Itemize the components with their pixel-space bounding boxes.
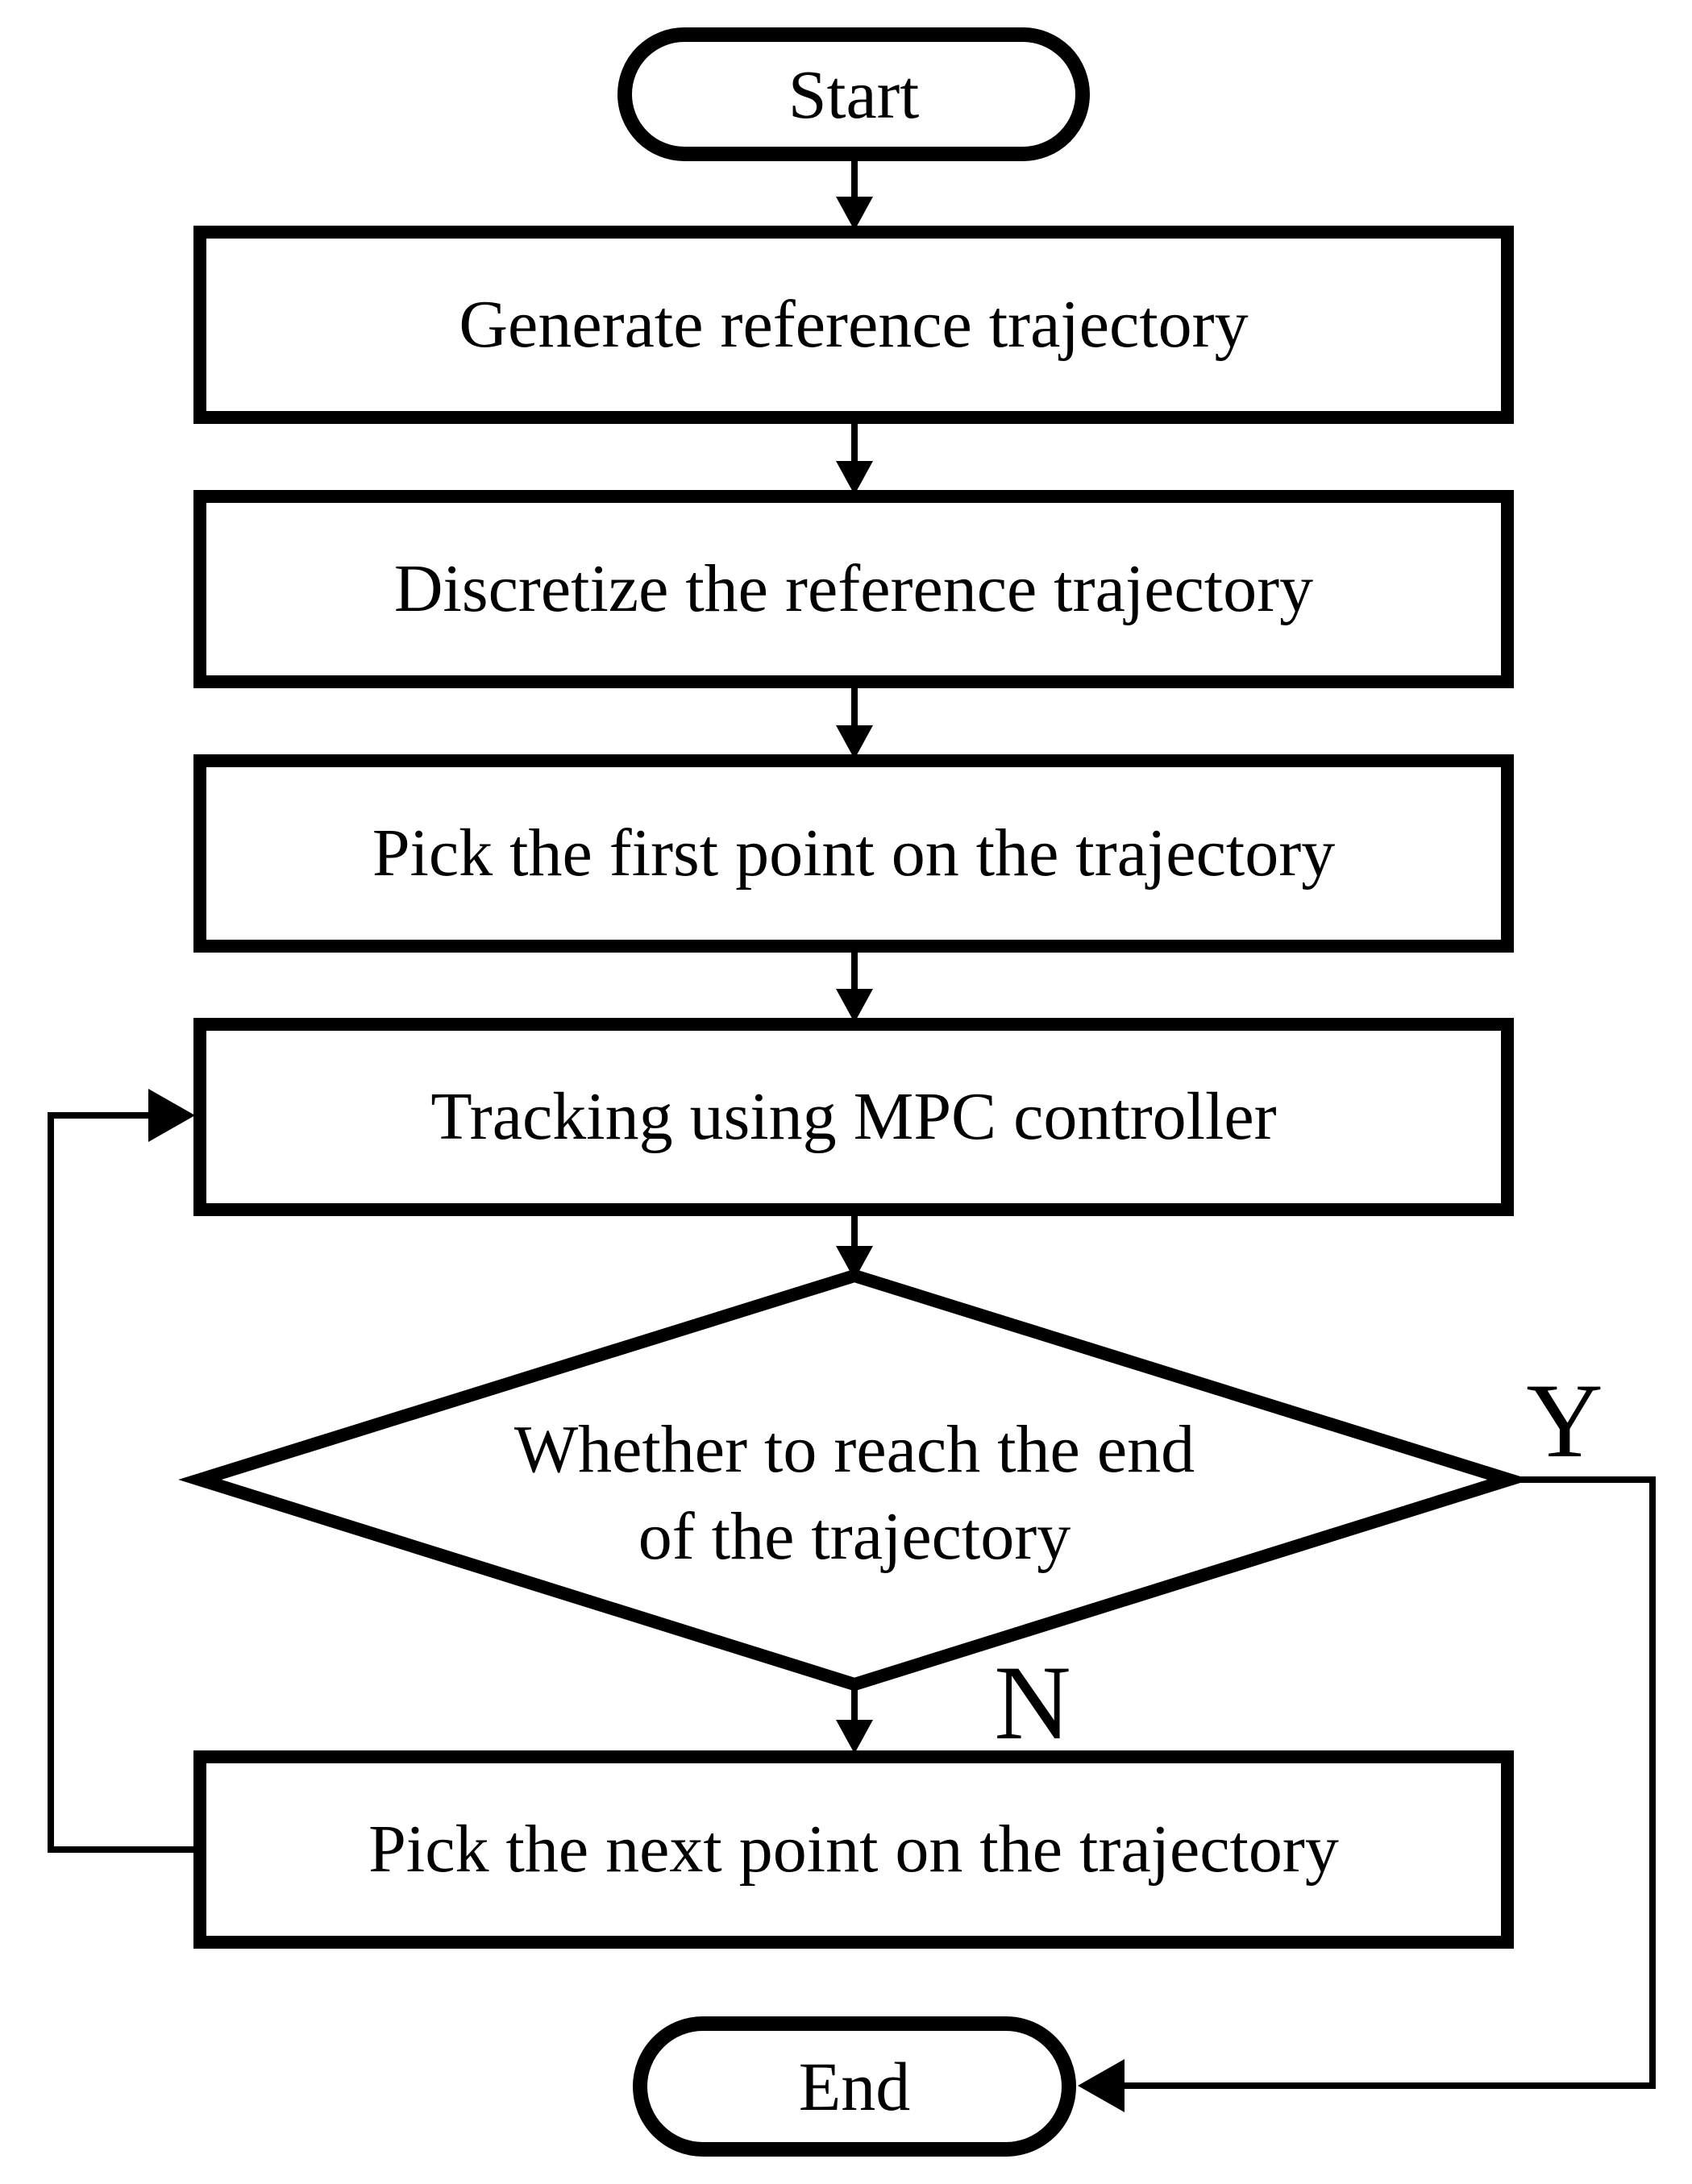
decision-label-line2: of the trajectory (638, 1499, 1071, 1574)
start-node: Start (617, 27, 1090, 161)
arrowhead-right-icon (148, 1089, 195, 1142)
process-pick-next-point: Pick the next point on the trajectory (193, 1750, 1514, 1949)
end-label: End (798, 2047, 911, 2125)
decision-label-line1: Whether to reach the end (513, 1412, 1195, 1487)
arrowhead-down-icon (836, 1720, 873, 1754)
arrow-decision-to-end (1123, 1476, 1656, 2089)
process-pick-first-point: Pick the first point on the trajectory (193, 754, 1514, 953)
arrowhead-left-icon (1078, 2059, 1125, 2112)
process-pick-first-label: Pick the first point on the trajectory (372, 815, 1336, 891)
branch-label-yes: Y (1526, 1361, 1603, 1480)
process-generate-trajectory: Generate reference trajectory (193, 226, 1514, 424)
end-node: End (633, 2016, 1076, 2157)
branch-label-no: N (994, 1643, 1071, 1762)
decision-end-of-trajectory-label: Whether to reach the end of the trajecto… (371, 1406, 1338, 1580)
process-discretize-label: Discretize the reference trajectory (393, 550, 1314, 626)
process-pick-next-label: Pick the next point on the trajectory (368, 1811, 1339, 1887)
arrowhead-down-icon (836, 197, 873, 230)
arrowhead-down-icon (836, 989, 873, 1023)
process-mpc-tracking-label: Tracking using MPC controller (430, 1078, 1277, 1154)
arrowhead-down-icon (836, 725, 873, 759)
arrowhead-down-icon (836, 461, 873, 495)
arrowhead-down-icon (836, 1246, 873, 1280)
arrow-picknext-to-tracking (48, 1112, 198, 1853)
process-mpc-tracking: Tracking using MPC controller (193, 1018, 1514, 1216)
process-discretize-trajectory: Discretize the reference trajectory (193, 490, 1514, 688)
process-generate-label: Generate reference trajectory (459, 286, 1249, 362)
start-label: Start (788, 55, 920, 133)
